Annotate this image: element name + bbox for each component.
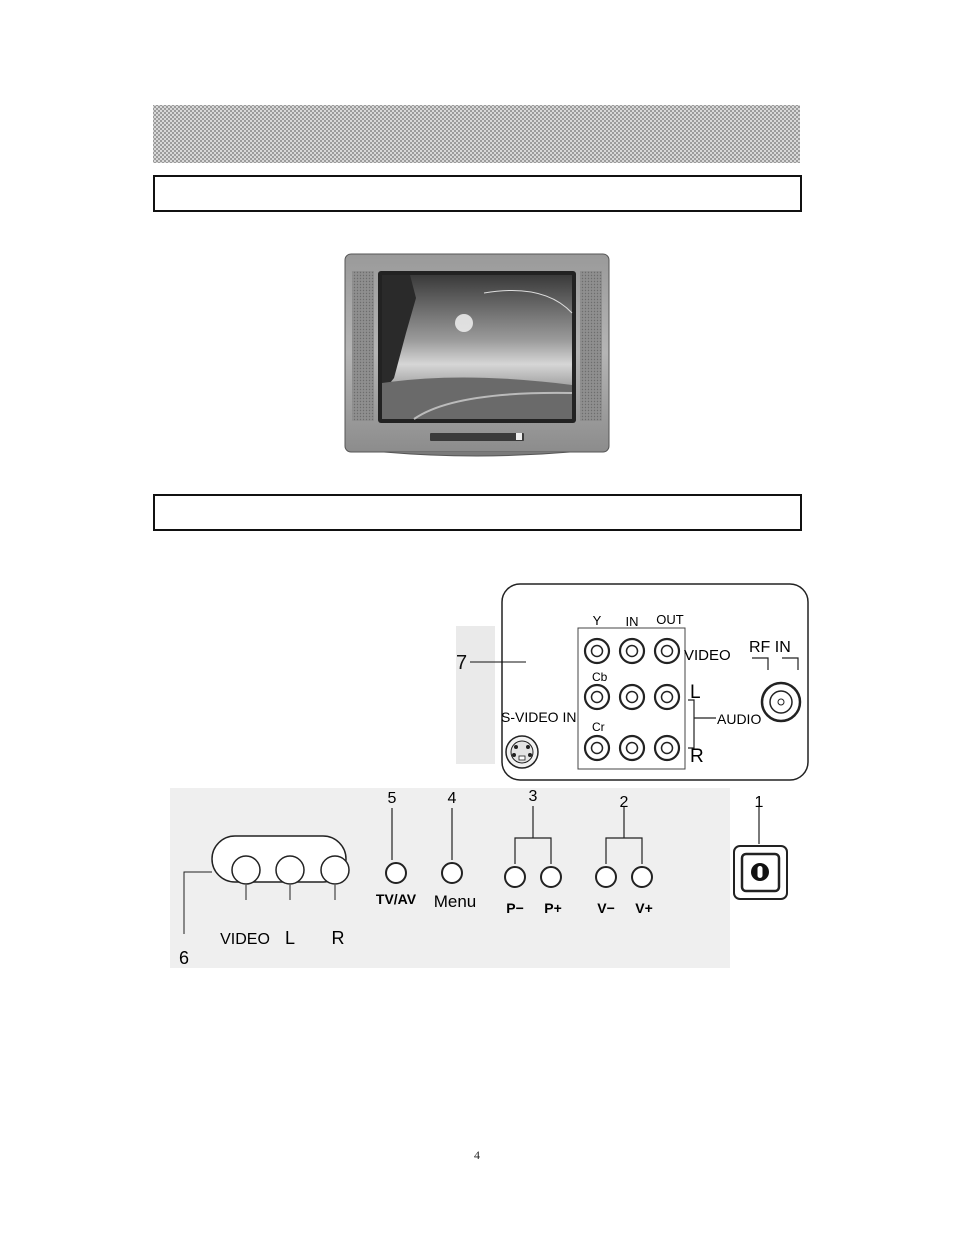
callout-7: 7 xyxy=(456,652,467,674)
av-jack-group-outline xyxy=(577,627,686,770)
tv-front-photo xyxy=(344,253,610,457)
rf-in-jack-icon xyxy=(760,681,802,723)
label-audio-l: L xyxy=(690,682,701,703)
rf-bracket xyxy=(752,657,799,670)
label-front-l: L xyxy=(285,928,295,948)
callout-3: 3 xyxy=(529,788,538,805)
label-p-plus: P+ xyxy=(544,900,562,916)
tv-connector-diagram: 7 Y IN OUT VIDEO RF IN Cb Cr L R AUDIO S… xyxy=(170,583,809,968)
power-icon xyxy=(733,845,788,900)
section-title-band xyxy=(153,105,800,163)
section-heading-box-2 xyxy=(153,494,802,531)
callout-6: 6 xyxy=(179,948,189,968)
round-button-icon xyxy=(385,862,653,888)
label-audio-r: R xyxy=(690,746,704,767)
label-audio: AUDIO xyxy=(717,711,761,727)
button-callout-leaders xyxy=(391,806,760,864)
label-out: OUT xyxy=(656,612,684,627)
label-v-plus: V+ xyxy=(635,900,653,916)
label-v-minus: V− xyxy=(597,900,615,916)
s-video-jack-icon xyxy=(505,735,539,769)
label-menu: Menu xyxy=(434,892,477,911)
label-cb: Cb xyxy=(592,670,608,684)
page-number: 4 xyxy=(474,1148,480,1162)
panel-shading xyxy=(456,626,495,764)
callout-6-leader xyxy=(183,871,212,934)
section-heading-box-1 xyxy=(153,175,802,212)
front-av-jack-icon xyxy=(231,855,350,885)
audio-bracket xyxy=(688,699,716,749)
label-p-minus: P− xyxy=(506,900,524,916)
label-y: Y xyxy=(593,613,602,628)
callout-5: 5 xyxy=(388,790,397,807)
callout-4: 4 xyxy=(448,790,457,807)
rca-jack-icon xyxy=(583,637,681,762)
label-tv-av: TV/AV xyxy=(376,891,417,907)
label-in: IN xyxy=(626,614,639,629)
label-front-video: VIDEO xyxy=(220,931,270,948)
callout-2: 2 xyxy=(620,794,629,811)
callout-1: 1 xyxy=(755,794,764,811)
label-cr: Cr xyxy=(592,720,605,734)
label-video-out: VIDEO xyxy=(684,647,731,664)
label-front-r: R xyxy=(332,928,345,948)
label-rf-in: RF IN xyxy=(749,639,791,656)
label-s-video-in: S-VIDEO IN xyxy=(501,709,576,725)
